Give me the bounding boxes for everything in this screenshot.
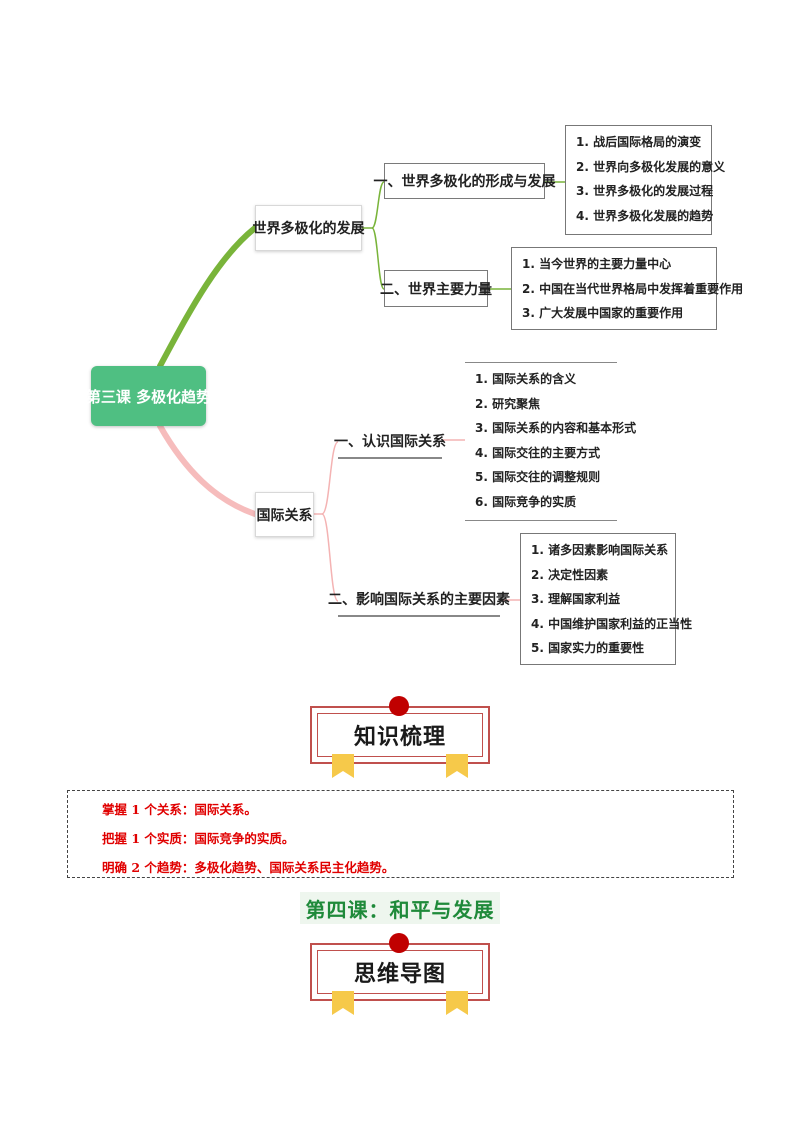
list-item: 5. 国家实力的重要性	[531, 641, 645, 655]
key-point: 掌握 1 个关系：国际关系。	[102, 802, 257, 817]
list-item: 1. 战后国际格局的演变	[576, 135, 702, 149]
list-major-world-forces: 1. 当今世界的主要力量中心 2. 中国在当代世界格局中发挥着重要作用 3. 广…	[511, 247, 744, 330]
list-item: 3. 世界多极化的发展过程	[576, 184, 714, 198]
list-main-factors: 1. 诸多因素影响国际关系 2. 决定性因素 3. 理解国家利益 4. 中国维护…	[520, 533, 693, 665]
banner-title: 思维导图	[353, 962, 446, 987]
list-item: 1. 当今世界的主要力量中心	[522, 257, 672, 271]
sub-understand-international-relations: 一、认识国际关系	[334, 425, 446, 459]
list-item: 5. 国际交往的调整规则	[475, 470, 601, 484]
list-item: 6. 国际竞争的实质	[475, 494, 577, 509]
list-item: 3. 理解国家利益	[531, 592, 621, 606]
ribbon-icon	[332, 754, 354, 778]
lesson-title: 第四课：和平与发展	[300, 892, 500, 924]
mind-map-banner: 思维导图	[310, 933, 490, 1015]
branch-international-relations: 国际关系	[255, 492, 314, 537]
list-item: 2. 世界向多极化发展的意义	[576, 159, 726, 174]
list-item: 4. 世界多极化发展的趋势	[576, 208, 714, 223]
ribbon-icon	[446, 991, 468, 1015]
list-item: 3. 广大发展中国家的重要作用	[522, 306, 684, 320]
key-point: 把握 1 个实质：国际竞争的实质。	[102, 831, 295, 846]
list-item: 2. 研究聚焦	[475, 396, 541, 411]
list-formation-and-development: 1. 战后国际格局的演变 2. 世界向多极化发展的意义 3. 世界多极化的发展过…	[565, 125, 726, 235]
list-item: 2. 决定性因素	[531, 567, 609, 582]
key-points-box: 掌握 1 个关系：国际关系。 把握 1 个实质：国际竞争的实质。 明确 2 个趋…	[67, 790, 734, 878]
list-item: 1. 诸多因素影响国际关系	[531, 543, 669, 557]
list-item: 2. 中国在当代世界格局中发挥着重要作用	[522, 281, 744, 296]
sub-formation-and-development: 一、世界多极化的形成与发展	[374, 163, 556, 199]
branch-world-multipolarization: 世界多极化的发展	[253, 205, 365, 251]
pin-icon	[389, 933, 409, 953]
sub-major-world-forces: 二、世界主要力量	[380, 270, 492, 307]
list-item: 3. 国际关系的内容和基本形式	[475, 421, 637, 435]
banner-title: 知识梳理	[353, 725, 446, 750]
knowledge-review-banner: 知识梳理	[310, 696, 490, 778]
list-understand-international-relations: 1. 国际关系的含义 2. 研究聚焦 3. 国际关系的内容和基本形式 4. 国际…	[465, 362, 637, 521]
pin-icon	[389, 696, 409, 716]
sub-main-factors: 二、影响国际关系的主要因素	[328, 583, 510, 617]
key-point: 明确 2 个趋势：多极化趋势、国际关系民主化趋势。	[102, 860, 395, 875]
list-item: 4. 中国维护国家利益的正当性	[531, 616, 693, 631]
ribbon-icon	[446, 754, 468, 778]
mindmap-root: 第三课 多极化趋势	[86, 366, 211, 426]
ribbon-icon	[332, 991, 354, 1015]
list-item: 4. 国际交往的主要方式	[475, 445, 601, 460]
list-item: 1. 国际关系的含义	[475, 372, 577, 386]
